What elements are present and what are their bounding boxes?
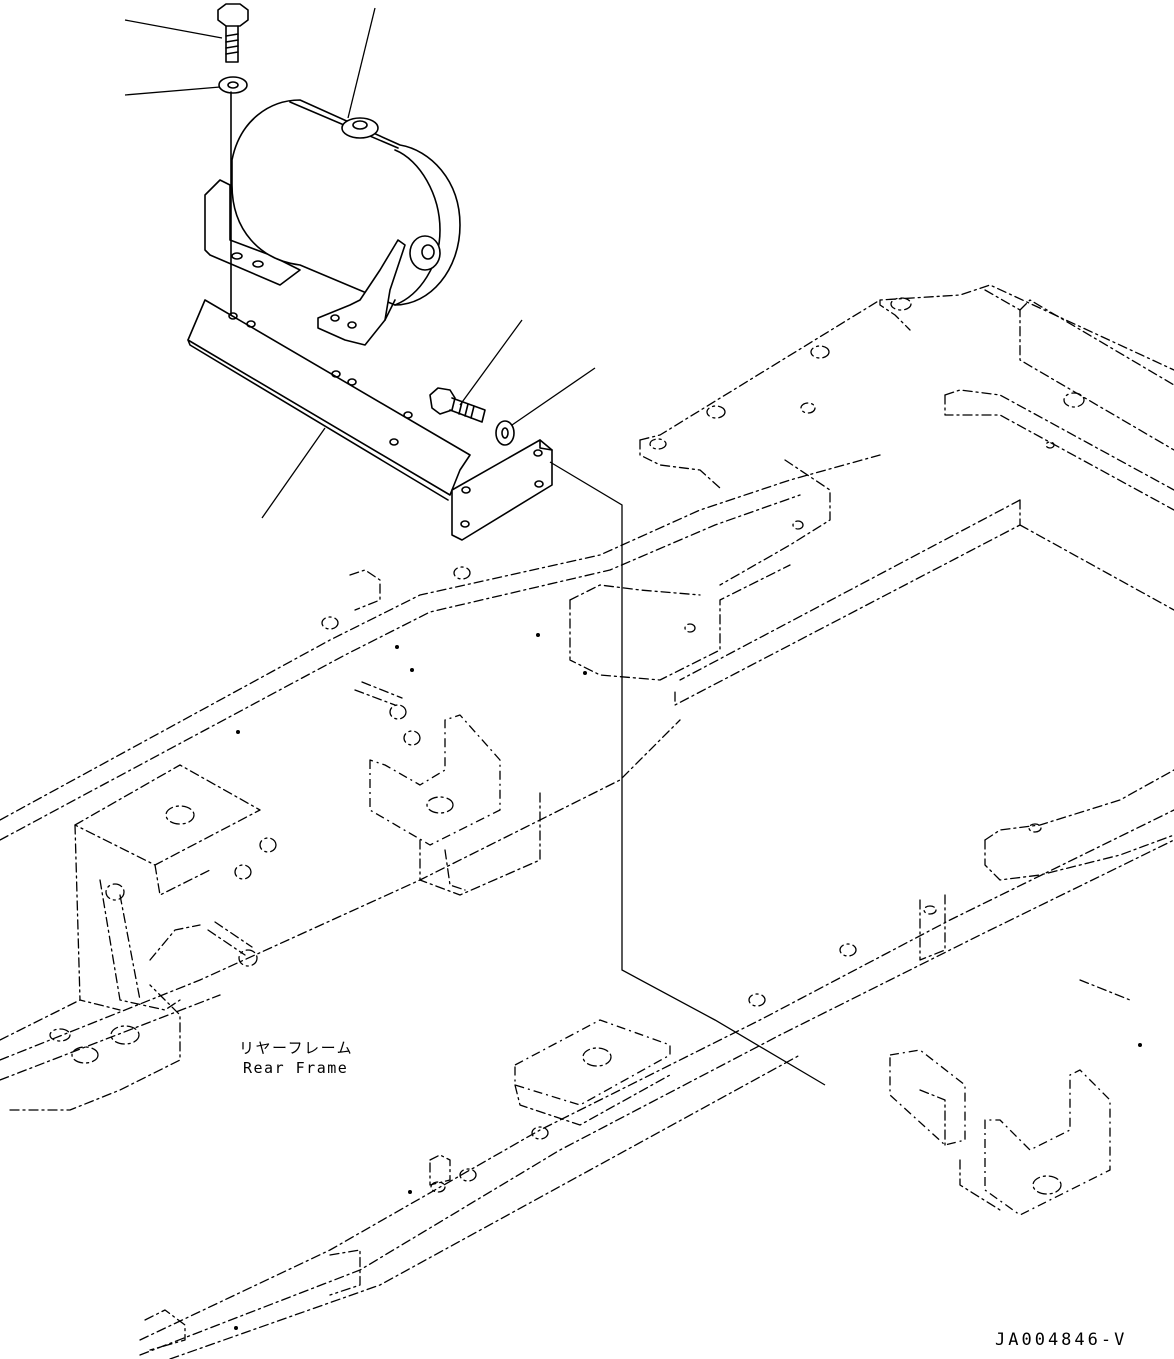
air-tank xyxy=(204,99,461,346)
rear-frame-label-en: Rear Frame xyxy=(243,1059,349,1077)
bolt-side xyxy=(429,387,486,423)
rear-frame xyxy=(0,284,1174,1359)
rear-frame-label-jp: リヤーフレーム xyxy=(239,1039,354,1057)
bolt-top xyxy=(217,3,249,63)
mount-bracket xyxy=(187,299,553,541)
leader-lines xyxy=(124,7,826,1086)
washer-top xyxy=(218,76,248,94)
drawing-code: JA004846-V xyxy=(995,1330,1128,1350)
washer-side xyxy=(495,420,515,446)
